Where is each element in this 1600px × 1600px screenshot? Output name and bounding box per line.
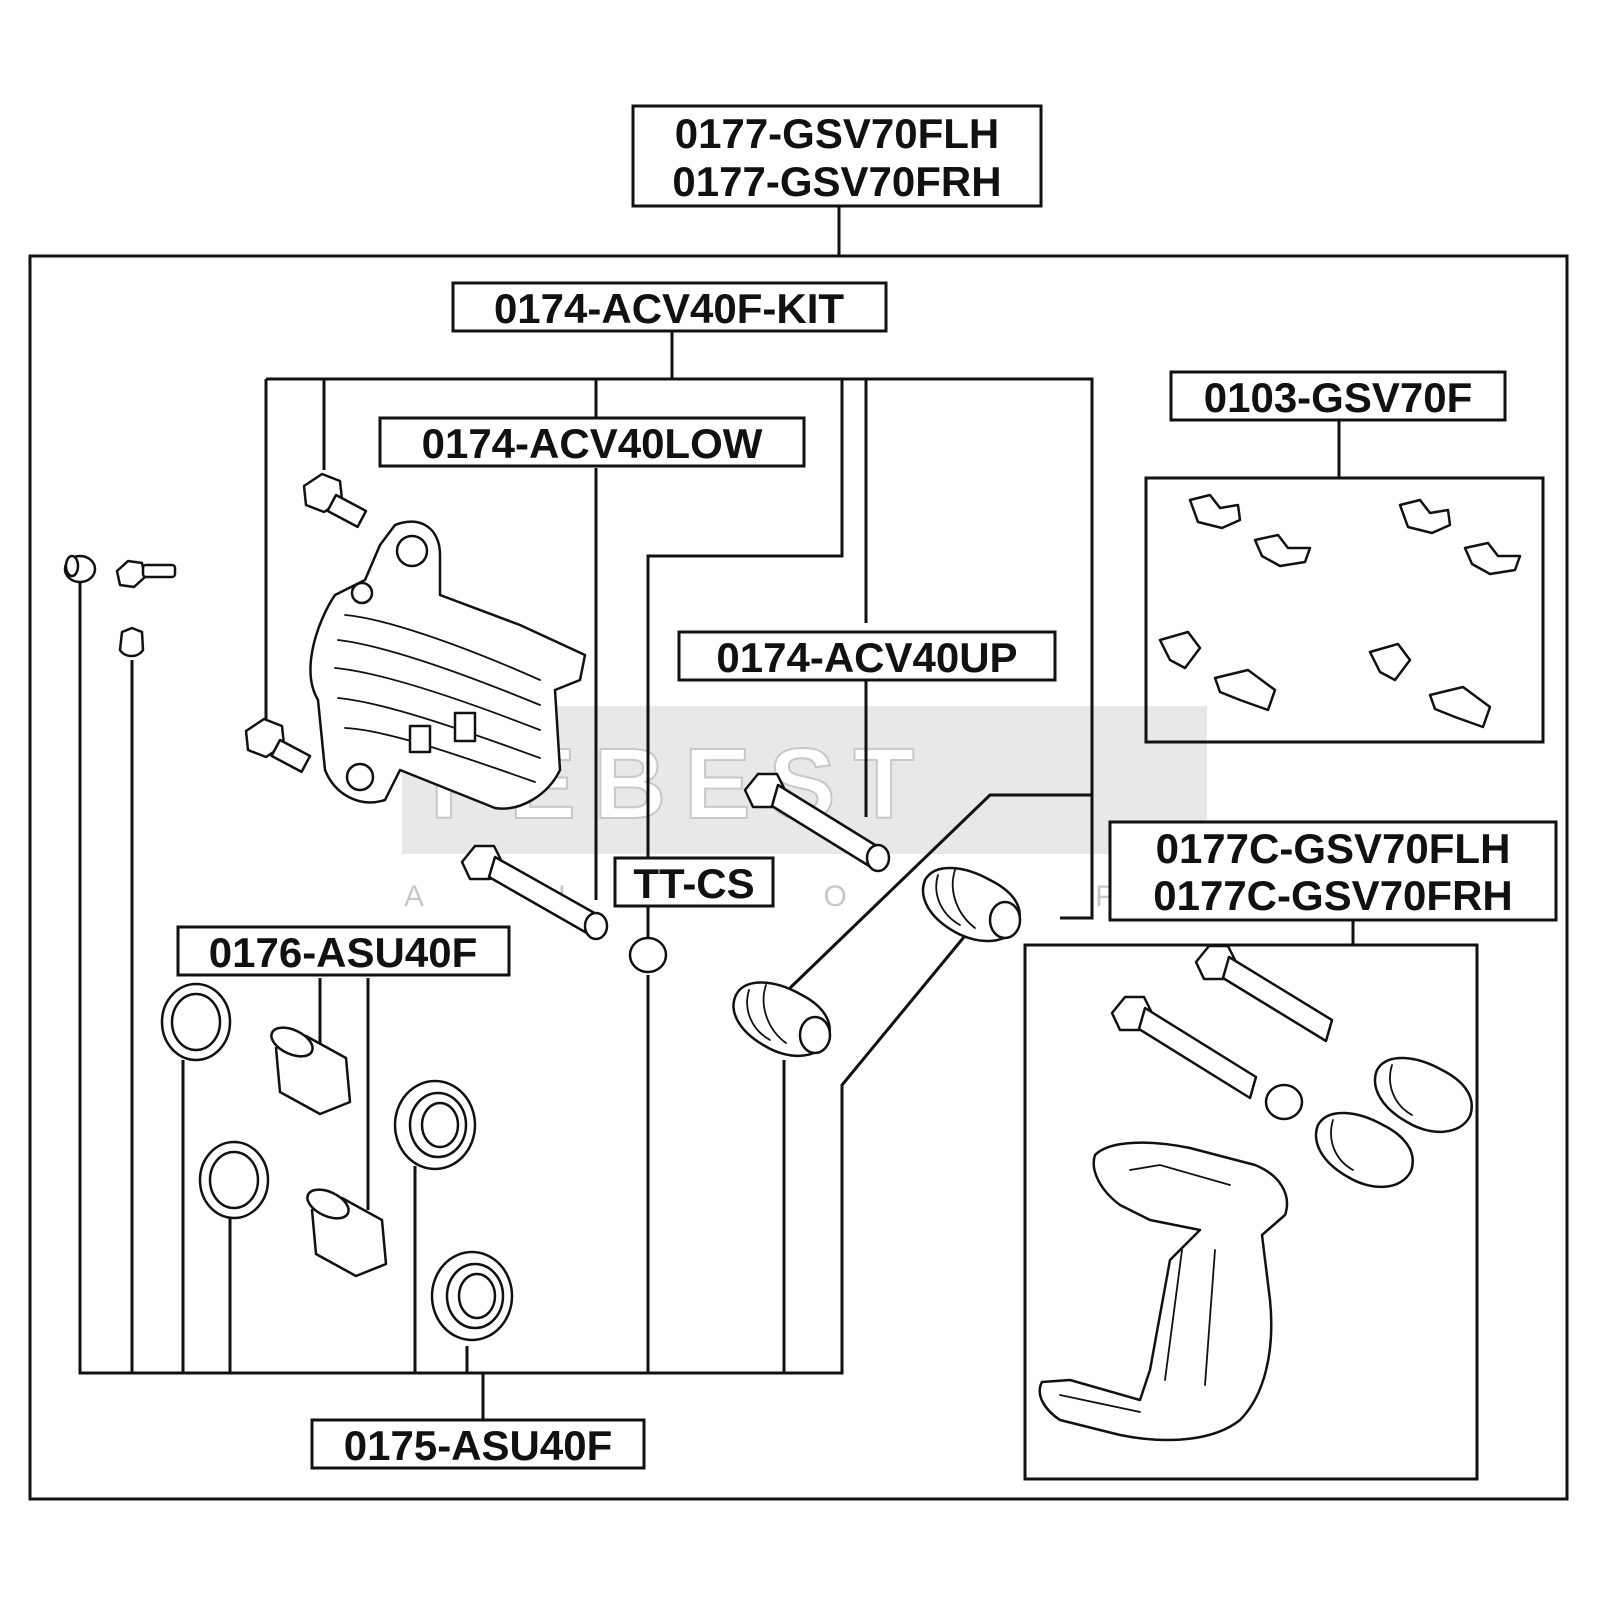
dust-boot-upper	[921, 866, 1022, 943]
caliper-bracket	[1038, 1141, 1289, 1442]
label-piston: 0176-ASU40F	[176, 925, 511, 977]
bleeder-screw	[115, 559, 177, 589]
seal-ring-2	[198, 1140, 270, 1220]
label-seal-kit: 0175-ASU40F	[310, 1418, 646, 1470]
seal-ring-1	[160, 982, 232, 1062]
caliper-bolt-lower	[244, 717, 312, 774]
bracket-pin-2	[1110, 995, 1258, 1100]
label-bracket-lh: 0177C-GSV70FLH	[1156, 825, 1511, 872]
label-bracket-rh: 0177C-GSV70FRH	[1153, 872, 1512, 919]
bleeder-cap	[63, 554, 97, 584]
piston-1	[270, 1026, 352, 1116]
caliper-body	[309, 520, 587, 810]
guide-pin-lower	[460, 844, 609, 941]
label-kit: 0174-ACV40F-KIT	[451, 281, 888, 333]
clips	[1158, 493, 1522, 729]
label-assembly-rh: 0177-GSV70FRH	[672, 158, 1001, 205]
leader-lines	[78, 206, 1545, 1481]
label-pin-up: 0174-ACV40UP	[677, 630, 1057, 682]
guide-pin-upper	[743, 772, 891, 873]
label-bushing: TT-CS	[613, 856, 775, 908]
bracket-boot-1	[1373, 1056, 1473, 1134]
svg-text:0174-ACV40LOW: 0174-ACV40LOW	[422, 420, 763, 467]
outer-frame	[28, 254, 1569, 1501]
piston-2	[306, 1188, 388, 1278]
label-clip-kit: 0103-GSV70F	[1169, 370, 1507, 422]
bleeder-plug	[118, 626, 145, 658]
svg-text:0176-ASU40F: 0176-ASU40F	[209, 929, 477, 976]
svg-text:0174-ACV40F-KIT: 0174-ACV40F-KIT	[494, 285, 844, 332]
bracket-boot-2	[1314, 1111, 1414, 1189]
svg-text:0174-ACV40UP: 0174-ACV40UP	[716, 634, 1017, 681]
bracket-bushing	[1264, 1083, 1304, 1121]
label-bracket: 0177C-GSV70FLH 0177C-GSV70FRH	[1108, 820, 1558, 922]
label-assembly: 0177-GSV70FLH 0177-GSV70FRH	[631, 104, 1043, 208]
caliper-bolt-upper	[302, 472, 368, 529]
boot-seal-2	[430, 1250, 514, 1342]
label-pin-low: 0174-ACV40LOW	[378, 416, 806, 468]
svg-text:0175-ASU40F: 0175-ASU40F	[344, 1422, 612, 1469]
bracket-pin-1	[1194, 944, 1334, 1043]
dust-boot-lower	[732, 981, 832, 1058]
svg-text:0103-GSV70F: 0103-GSV70F	[1204, 374, 1473, 421]
bushing	[628, 936, 668, 974]
label-assembly-lh: 0177-GSV70FLH	[675, 110, 999, 157]
svg-text:TT-CS: TT-CS	[633, 860, 754, 907]
boot-seal-1	[393, 1079, 477, 1171]
